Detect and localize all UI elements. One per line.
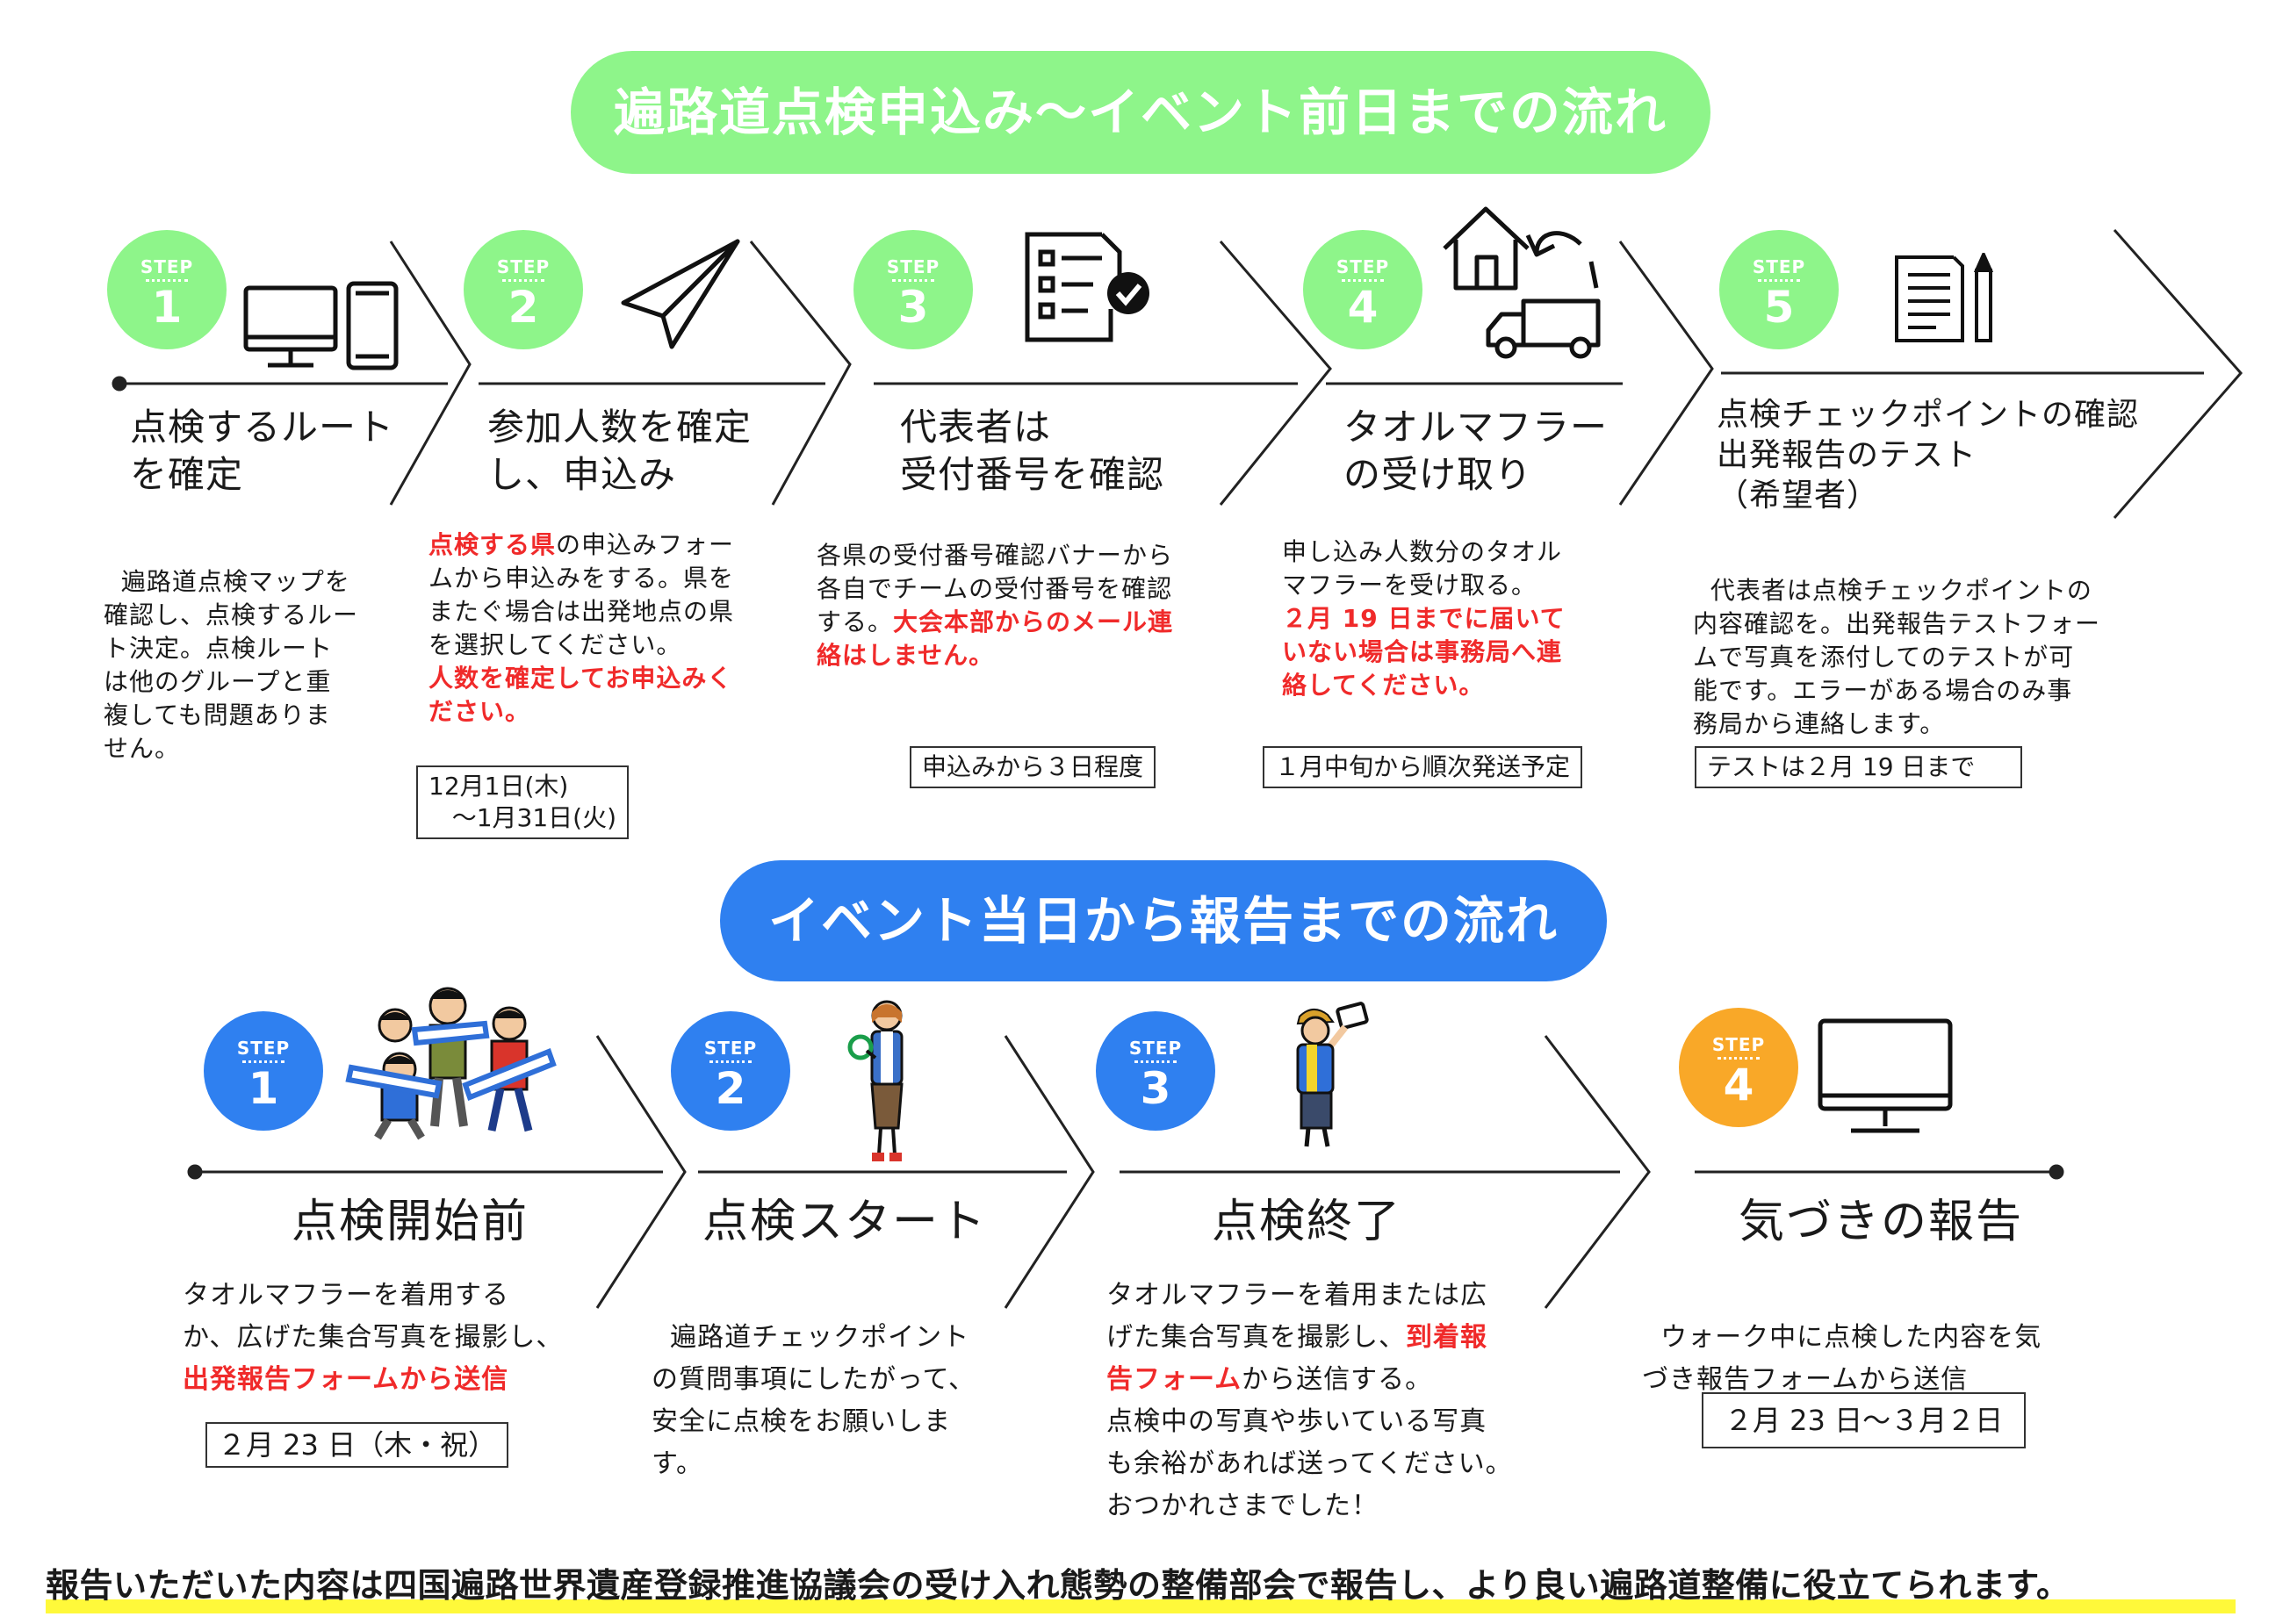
top-step-5-date: テストは２月 19 日まで xyxy=(1695,746,2022,788)
bottom-step-3-title: 点検終了 xyxy=(1212,1196,1402,1248)
desc-text-red: 点検する県 xyxy=(428,530,557,559)
top-step-1-badge: STEP 1 xyxy=(107,230,227,349)
step-label: STEP xyxy=(496,256,551,277)
step-number: 3 xyxy=(1140,1063,1171,1114)
footer-note: 報告いただいた内容は四国遍路世界遺産登録推進協議会の受け入れ態勢の整備部会で報告… xyxy=(46,1561,2241,1613)
bottom-step-1-date: ２月 23 日（木・祝） xyxy=(205,1422,509,1468)
desc-text-red: 人数を確定してお申込みく ださい。 xyxy=(428,664,733,726)
step-number: 2 xyxy=(508,282,539,333)
bottom-step-4-description: ウォーク中に点検した内容を気 づき報告フォームから送信 xyxy=(1642,1275,2042,1401)
step-label: STEP xyxy=(1128,1038,1183,1059)
desc-text: 申し込み人数分のタオル マフラーを受け取る。 xyxy=(1282,537,1563,600)
top-step-4-description: 申し込み人数分のタオル マフラーを受け取る。 ２月 19 日までに届いて いない… xyxy=(1282,535,1566,702)
bottom-step-2-title: 点検スタート xyxy=(702,1196,988,1248)
top-step-1-description: 遍路道点検マップを 確認し、点検するルー ト決定。点検ルート は他のグループと重… xyxy=(104,532,358,765)
bottom-step-4-date: ２月 23 日〜３月２日 xyxy=(1702,1392,2027,1448)
bottom-step-3-badge: STEP 3 xyxy=(1096,1011,1215,1131)
top-step-4-title: タオルマフラー の受け取り xyxy=(1343,406,1609,496)
top-section-banner: 遍路道点検申込み〜イベント前日までの流れ xyxy=(571,51,1710,174)
step-label: STEP xyxy=(703,1038,758,1059)
desc-text: 各県の受付番号確認バナーから 各自でチームの受付番号を確認 する。 xyxy=(817,541,1174,636)
top-step-3-title: 代表者は 受付番号を確認 xyxy=(900,406,1165,496)
top-step-5-title: 点検チェックポイントの確認 出発報告のテスト （希望者） xyxy=(1717,397,2140,514)
bottom-step-4-title: 気づきの報告 xyxy=(1739,1196,2024,1248)
footer-text: 報告いただいた内容は四国遍路世界遺産登録推進協議会の受け入れ態勢の整備部会で報告… xyxy=(46,1566,2070,1605)
bottom-section-banner: イベント当日から報告までの流れ xyxy=(720,860,1607,981)
computer-and-phone-icon xyxy=(243,281,399,370)
bottom-step-2-badge: STEP 2 xyxy=(671,1011,790,1131)
step-number: 4 xyxy=(1723,1060,1754,1110)
desc-text: 代表者は点検チェックポイントの 内容確認を。出発報告テストフォー ムで写真を添付… xyxy=(1693,576,2101,738)
person-taking-photo-illustration xyxy=(1296,1002,1369,1147)
top-step-3-badge: STEP 3 xyxy=(853,230,973,349)
step-number: 5 xyxy=(1763,282,1795,333)
bottom-step-4-badge: STEP 4 xyxy=(1679,1008,1798,1127)
step-number: 1 xyxy=(151,282,183,333)
desc-text-red: 大会本部からのメール連 絡はしません。 xyxy=(817,607,1174,670)
top-step-2-description: 点検する県の申込みフォー ムから申込みをする。県を またぐ場合は出発地点の県 を… xyxy=(428,528,734,729)
paper-plane-icon xyxy=(621,239,740,349)
bottom-step-1-title: 点検開始前 xyxy=(292,1196,529,1248)
document-and-pencil-icon xyxy=(1895,253,1994,342)
step-label: STEP xyxy=(1336,256,1390,277)
step-label: STEP xyxy=(140,256,194,277)
top-step-4-date: １月中旬から順次発送予定 xyxy=(1263,746,1583,788)
step-label: STEP xyxy=(1752,256,1806,277)
bottom-step-3-description: タオルマフラーを着用または広 げた集合写真を撮影し、到着報 告フォームから送信す… xyxy=(1106,1275,1513,1527)
monitor-icon xyxy=(1818,1018,1953,1133)
top-step-4-badge: STEP 4 xyxy=(1303,230,1422,349)
top-step-3-date: 申込みから３日程度 xyxy=(910,746,1156,788)
desc-text: から送信する。 点検中の写真や歩いている写真 も余裕があれば送ってください。 お… xyxy=(1106,1364,1513,1521)
top-step-2-date: 12月1日(木) 〜1月31日(火) xyxy=(416,765,629,839)
top-step-5-description: 代表者は点検チェックポイントの 内容確認を。出発報告テストフォー ムで写真を添付… xyxy=(1693,541,2100,741)
step-label: STEP xyxy=(236,1038,291,1059)
desc-text: 遍路道点検マップを 確認し、点検するルー ト決定。点検ルート は他のグループと重… xyxy=(104,567,359,763)
footer-highlight xyxy=(46,1599,2236,1613)
home-delivery-truck-icon xyxy=(1443,206,1601,359)
top-step-5-badge: STEP 5 xyxy=(1719,230,1839,349)
step-number: 1 xyxy=(248,1063,279,1114)
bottom-step-2-description: 遍路道チェックポイント の質問事項にしたがって、 安全に点検をお願いしま す。 xyxy=(652,1275,976,1485)
desc-text: ウォーク中に点検した内容を気 づき報告フォームから送信 xyxy=(1642,1322,2042,1395)
step-number: 4 xyxy=(1347,282,1379,333)
step-number: 3 xyxy=(897,282,929,333)
top-step-3-description: 各県の受付番号確認バナーから 各自でチームの受付番号を確認 する。大会本部からの… xyxy=(817,539,1173,672)
step-number: 2 xyxy=(715,1063,746,1114)
top-step-1-title: 点検するルート を確定 xyxy=(130,406,395,496)
top-step-2-badge: STEP 2 xyxy=(464,230,583,349)
bottom-step-1-description: タオルマフラーを着用する か、広げた集合写真を撮影し、 出発報告フォームから送信 xyxy=(183,1275,563,1401)
desc-text: 遍路道チェックポイント の質問事項にしたがって、 安全に点検をお願いしま す。 xyxy=(652,1322,976,1479)
desc-text: タオルマフラーを着用または広 げた集合写真を撮影し、 xyxy=(1106,1280,1487,1353)
bottom-step-1-badge: STEP 1 xyxy=(204,1011,323,1131)
desc-text: タオルマフラーを着用する か、広げた集合写真を撮影し、 xyxy=(183,1280,564,1353)
top-step-2-title: 参加人数を確定 し、申込み xyxy=(487,406,753,496)
desc-text-red: ２月 19 日までに届いて いない場合は事務局へ連 絡してください。 xyxy=(1282,604,1566,700)
pilgrim-with-megaphone-illustration xyxy=(847,1000,904,1161)
group-with-towel-illustration xyxy=(345,987,557,1140)
desc-text: の申込みフォー ムから申込みをする。県を またぐ場合は出発地点の県 を選択してく… xyxy=(428,530,735,659)
desc-text-red: 出発報告フォームから送信 xyxy=(183,1364,509,1395)
checklist-icon xyxy=(1025,232,1149,342)
desc-text-red: 到着報 告フォーム xyxy=(1106,1322,1487,1395)
step-label: STEP xyxy=(1711,1034,1766,1055)
step-label: STEP xyxy=(886,256,940,277)
